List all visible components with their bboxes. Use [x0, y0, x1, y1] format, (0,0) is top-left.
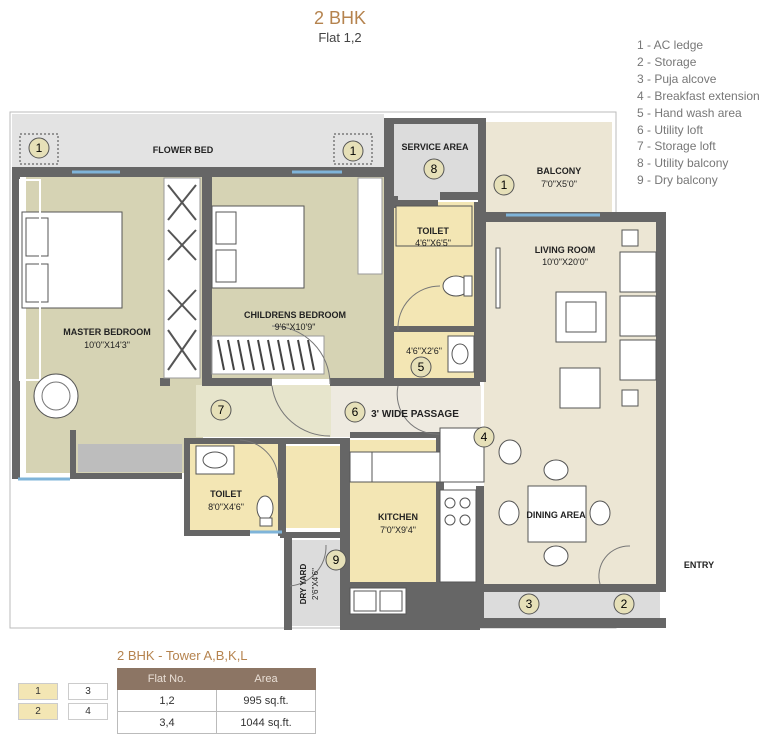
cell-area: 1044 sq.ft. [216, 711, 316, 734]
duct-floor [286, 446, 344, 528]
marker-puja: 3 [518, 593, 540, 615]
label-balcony: BALCONY [537, 166, 582, 176]
label-service-area: SERVICE AREA [401, 142, 469, 152]
marker-ac-ledge-right: 1 [342, 140, 364, 162]
room-labels: FLOWER BED SERVICE AREA BALCONY 7'0"X5'0… [63, 142, 714, 570]
marker-storage-loft: 7 [210, 399, 232, 421]
label-dining-area: DINING AREA [526, 510, 586, 520]
legend-item: 8 - Utility balcony [637, 156, 729, 171]
windows [18, 170, 600, 534]
passage-floor-left [75, 385, 195, 435]
svg-text:4: 4 [481, 430, 488, 444]
label-toilet1-dim: 4'6"X6'5" [415, 238, 451, 248]
wardrobe-hangers [167, 184, 197, 371]
marker-utility-loft: 6 [344, 401, 366, 423]
label-dry-yard-dim: 2'6"X4'6" [311, 568, 320, 600]
marker-utility-balcony: 8 [423, 158, 445, 180]
area-table-title: 2 BHK - Tower A,B,K,L [117, 648, 248, 663]
flower-bed-floor [12, 114, 384, 167]
svg-text:7: 7 [218, 403, 225, 417]
marker-breakfast: 4 [473, 426, 495, 448]
walls [12, 118, 666, 630]
label-entry: ENTRY [684, 560, 714, 570]
label-toilet2-dim: 8'0"X4'6" [208, 502, 244, 512]
master-bed [19, 179, 123, 381]
svg-text:1: 1 [501, 178, 508, 192]
label-balcony-dim: 7'0"X5'0" [541, 179, 577, 189]
label-master-dim: 10'0"X14'3" [84, 340, 130, 350]
svg-text:9: 9 [333, 553, 340, 567]
label-master-bedroom: MASTER BEDROOM [63, 327, 151, 337]
legend-item: 6 - Utility loft [637, 122, 704, 137]
legend-list: 1 - AC ledge 2 - Storage 3 - Puja alcove… [637, 37, 760, 189]
marker-hand-wash: 5 [410, 356, 432, 378]
cell-flat-no: 1,2 [117, 689, 217, 712]
fixtures [195, 205, 475, 527]
legend-item: 4 - Breakfast extension [637, 88, 760, 103]
svg-text:5: 5 [418, 360, 425, 374]
study-shelf [357, 177, 383, 275]
legend-item: 7 - Storage loft [637, 139, 716, 154]
label-living-room: LIVING ROOM [535, 245, 596, 255]
dry-yard-label: DRY YARD 2'6"X4'6" [299, 564, 320, 605]
kitchen-counters [349, 451, 477, 615]
label-passage: 3' WIDE PASSAGE [371, 409, 459, 420]
key-flat-4: 4 [68, 703, 108, 720]
area-table-header: Flat No. Area [117, 668, 316, 690]
armchair [33, 373, 79, 419]
plan-subtitle: Flat 1,2 [318, 30, 362, 45]
label-kitchen: KITCHEN [378, 512, 418, 522]
label-kitchen-dim: 7'0"X9'4" [380, 525, 416, 535]
legend-item: 2 - Storage [637, 54, 697, 69]
table-row: 3,4 1044 sq.ft. [117, 711, 316, 734]
childrens-hangers [217, 339, 315, 371]
key-flat-2: 2 [18, 703, 58, 720]
marker-dry-balcony: 9 [325, 549, 347, 571]
door-swings [239, 285, 631, 587]
marker-ac-ledge-left: 1 [28, 137, 50, 159]
label-dry-yard: DRY YARD [299, 564, 308, 605]
legend-item: 1 - AC ledge [637, 38, 704, 52]
label-toilet2: TOILET [210, 489, 242, 499]
svg-text:1: 1 [36, 141, 43, 155]
header-area: Area [216, 668, 316, 690]
plan-title: 2 BHK [313, 8, 367, 28]
marker-storage: 2 [613, 593, 635, 615]
header-flat-no: Flat No. [117, 668, 217, 690]
label-childrens-dim: 9'6"X10'9" [275, 322, 316, 332]
svg-text:8: 8 [431, 162, 438, 176]
dining-set [439, 427, 611, 567]
legend-item: 5 - Hand wash area [637, 105, 742, 120]
childrens-bed [211, 205, 305, 289]
cell-flat-no: 3,4 [117, 711, 217, 734]
key-flat-1: 1 [18, 683, 58, 700]
master-sill [20, 177, 26, 473]
ac-ledge-boxes [19, 133, 373, 165]
cell-area: 995 sq.ft. [216, 689, 316, 712]
legend-item: 3 - Puja alcove [637, 71, 717, 86]
sofa [495, 229, 657, 409]
balcony-floor [484, 122, 612, 218]
svg-text:3: 3 [526, 597, 533, 611]
area-table: Flat No. Area 1,2 995 sq.ft. 3,4 1044 sq… [117, 668, 316, 734]
ledge-master [78, 444, 182, 472]
label-childrens-bedroom: CHILDRENS BEDROOM [244, 310, 346, 320]
table-row: 1,2 995 sq.ft. [117, 689, 316, 712]
svg-text:6: 6 [352, 405, 359, 419]
key-flat-3: 3 [68, 683, 108, 700]
label-hand-wash-dim: 4'6"X2'6" [406, 346, 442, 356]
marker-ac-ledge-balcony: 1 [493, 174, 515, 196]
markers: 1 1 1 8 5 7 6 4 9 3 2 [28, 137, 635, 615]
label-flower-bed: FLOWER BED [153, 145, 214, 155]
label-toilet1: TOILET [417, 226, 449, 236]
svg-text:2: 2 [621, 597, 628, 611]
master-wardrobe [163, 177, 201, 379]
legend-item: 9 - Dry balcony [637, 173, 718, 188]
svg-text:1: 1 [350, 144, 357, 158]
label-living-dim: 10'0"X20'0" [542, 257, 588, 267]
